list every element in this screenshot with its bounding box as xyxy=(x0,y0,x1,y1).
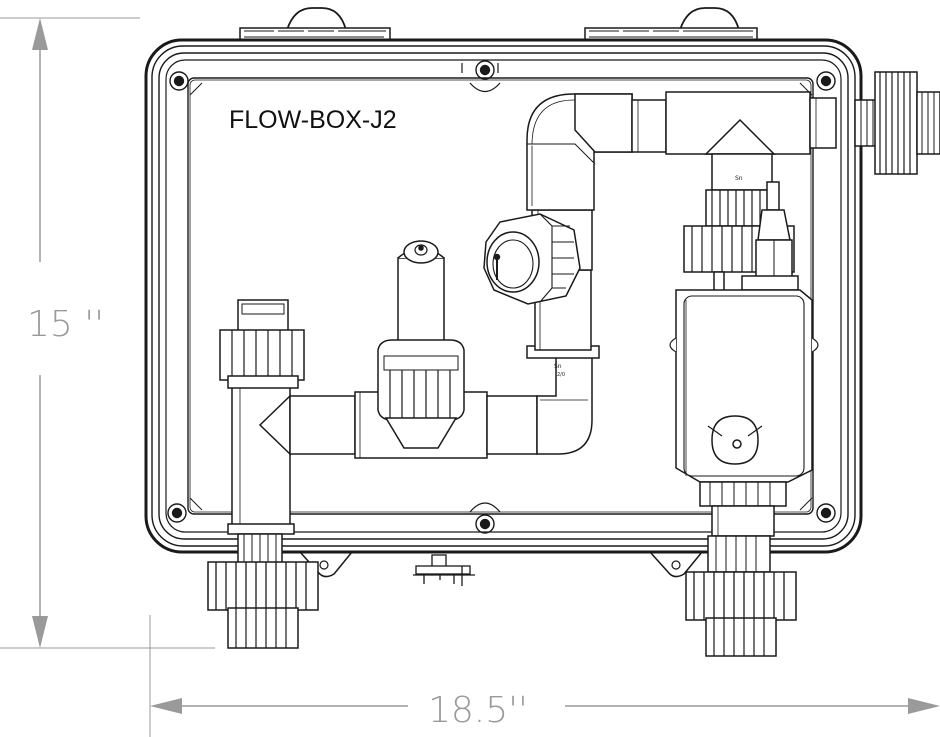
valve-knob xyxy=(483,213,581,305)
height-label: 15 '' xyxy=(27,304,104,345)
width-dimension xyxy=(149,615,940,737)
upper-elbow xyxy=(526,93,667,211)
svg-text:Sn: Sn xyxy=(735,175,743,182)
horizontal-tee xyxy=(258,391,538,459)
side-outlet-union xyxy=(854,71,940,175)
svg-text:2/0: 2/0 xyxy=(557,372,565,378)
top-tee: Sn xyxy=(665,91,837,191)
bottom-latch xyxy=(413,554,475,586)
strainer-union-nut xyxy=(377,339,465,449)
model-label: FLOW-BOX-J2 xyxy=(229,106,397,134)
corner-screw-icon xyxy=(167,60,836,534)
arrow-up-icon xyxy=(32,18,48,50)
arrow-down-icon xyxy=(32,616,48,648)
arrow-left-icon xyxy=(150,698,182,714)
top-latch-right xyxy=(584,7,758,42)
arrow-right-icon xyxy=(908,698,940,714)
width-label: 18.5'' xyxy=(428,690,528,731)
right-elbow: Sn 2/0 xyxy=(526,269,600,455)
flow-meter-outlet xyxy=(699,481,787,537)
bottom-left-union xyxy=(207,533,319,649)
top-latch-left xyxy=(239,7,391,42)
sensor-probe xyxy=(741,181,799,291)
plumbing: Sn 2/0 xyxy=(207,71,940,657)
flow-meter-body xyxy=(669,289,819,483)
bottom-bracket-right xyxy=(649,551,703,578)
bottom-right-union xyxy=(685,535,797,657)
svg-text:Sn: Sn xyxy=(554,363,562,370)
height-dimension xyxy=(0,17,215,649)
left-union-nut xyxy=(219,299,305,389)
